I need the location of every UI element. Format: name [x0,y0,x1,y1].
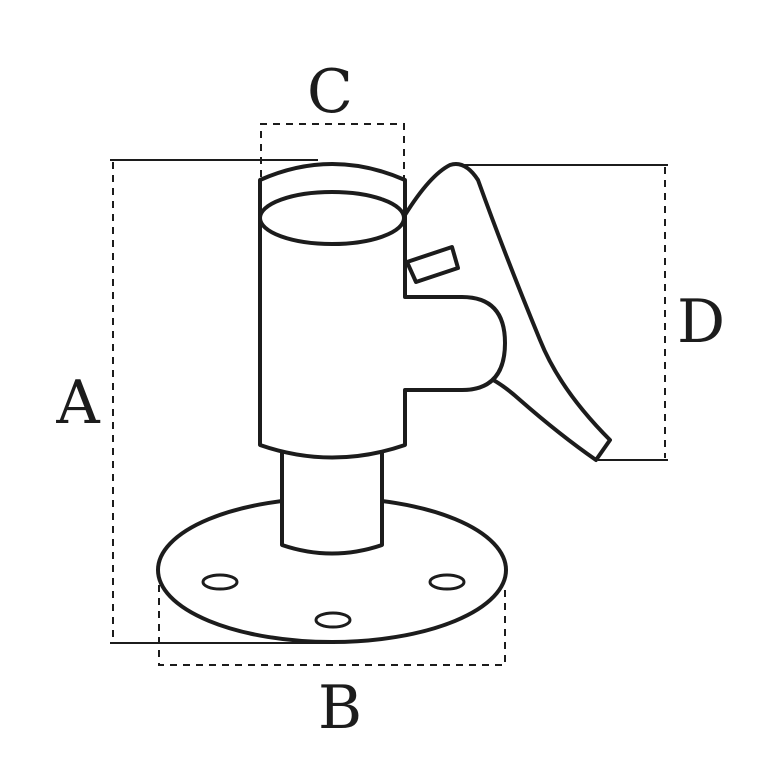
dimension-label-c: C [307,57,353,127]
lever-handle [403,162,612,462]
base-plate [156,496,508,644]
dimension-lines [112,123,666,666]
mounting-hole-front [314,611,352,629]
mounting-hole-left [201,573,239,591]
dimension-line-b [158,585,506,666]
body-top-cap [258,190,406,246]
dimension-label-b: B [318,673,362,743]
dimension-line-c [260,123,405,190]
latch-tab [405,245,460,284]
extension-lines [110,159,668,644]
dimension-label-d: D [677,287,725,357]
stem [280,446,384,556]
dimension-label-a: A [55,368,100,438]
mounting-hole-right [428,573,466,591]
